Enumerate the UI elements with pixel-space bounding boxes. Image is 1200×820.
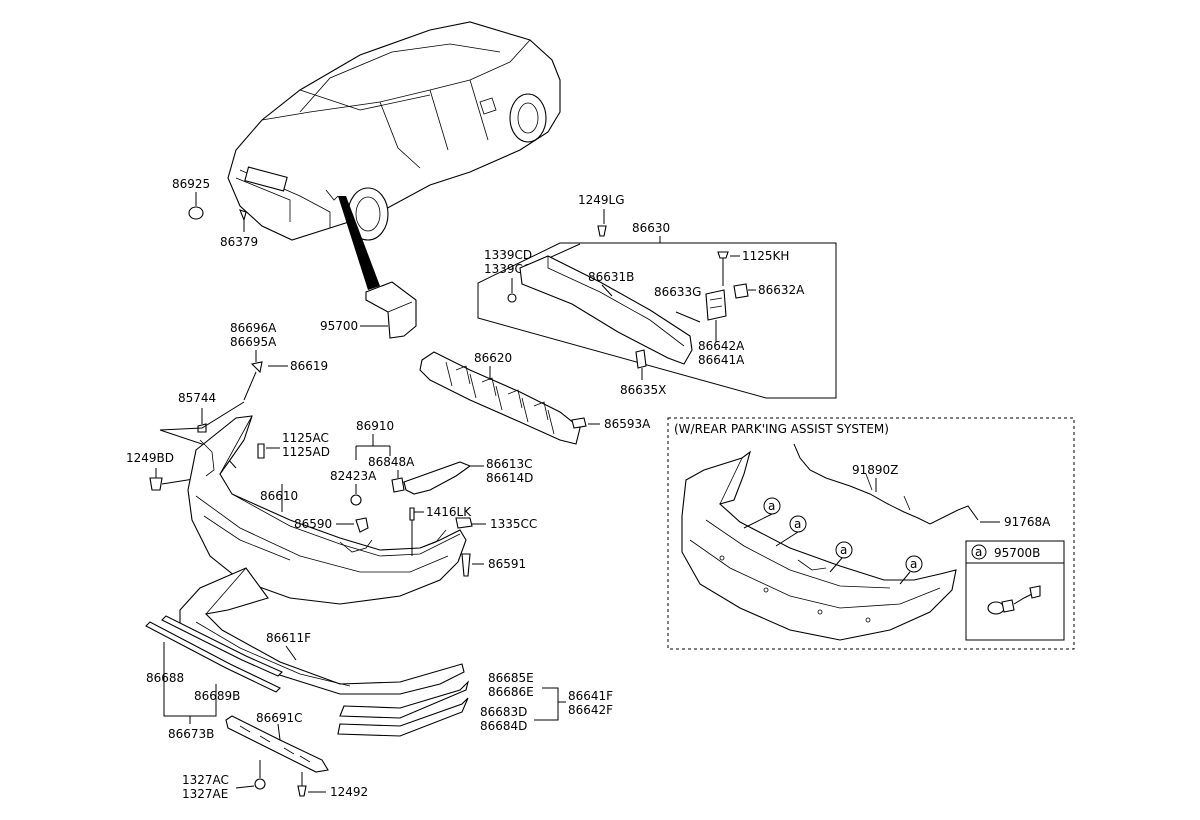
label-86641A: 86641A [698, 353, 745, 367]
label-86610: 86610 [260, 489, 298, 503]
callout-a-1-letter: a [768, 499, 775, 513]
label-82423A: 82423A [330, 469, 377, 483]
inset-bumper-cover [681, 450, 957, 641]
moulding-86685E [339, 680, 470, 719]
label-86635X: 86635X [620, 383, 666, 397]
label-91768A: 91768A [1004, 515, 1051, 529]
label-86590: 86590 [294, 517, 332, 531]
label-86685E: 86685E [488, 671, 534, 685]
callout-a-4-letter: a [910, 557, 917, 571]
vehicle-illustration [227, 21, 561, 241]
label-86848A: 86848A [368, 455, 415, 469]
label-86614D: 86614D [486, 471, 533, 485]
callout-a-3 [835, 541, 853, 559]
label-1339CC: 1339CC [484, 262, 531, 276]
label-95700B: 95700B [994, 546, 1040, 560]
callout-a-2-letter: a [794, 517, 801, 531]
label-86686E: 86686E [488, 685, 534, 699]
label-86695A: 86695A [230, 335, 277, 349]
label-1339CD: 1339CD [484, 248, 532, 262]
label-86613C: 86613C [486, 457, 533, 471]
inset-wiring-91890Z [793, 443, 979, 525]
label-86684D: 86684D [480, 719, 527, 733]
label-1327AE: 1327AE [182, 787, 228, 801]
legend-callout-letter: a [975, 545, 982, 559]
label-86631B: 86631B [588, 270, 634, 284]
label-1335CC: 1335CC [490, 517, 537, 531]
sensor-95700B [987, 601, 1005, 615]
label-86593A: 86593A [604, 417, 651, 431]
connector-ribbon [338, 196, 380, 290]
absorber-86620 [419, 351, 581, 445]
label-1249BD: 1249BD [126, 451, 174, 465]
strip-86689B [161, 615, 283, 677]
label-1125AC: 1125AC [282, 431, 329, 445]
label-12492: 12492 [330, 785, 368, 799]
label-1327AC: 1327AC [182, 773, 229, 787]
module-95700 [365, 281, 417, 339]
label-85744: 85744 [178, 391, 216, 405]
strip-86688 [145, 621, 281, 693]
label-86591: 86591 [488, 557, 526, 571]
label-86642A: 86642A [698, 339, 745, 353]
label-86379: 86379 [220, 235, 258, 249]
cap-86925 [188, 206, 204, 220]
label-86632A: 86632A [758, 283, 805, 297]
bracket-86691C [225, 715, 329, 773]
label-95700: 95700 [320, 319, 358, 333]
label-86910: 86910 [356, 419, 394, 433]
label-86641F: 86641F [568, 689, 613, 703]
moulding-86683D [337, 697, 469, 737]
label-86673B: 86673B [168, 727, 214, 741]
label-86611F: 86611F [266, 631, 311, 645]
label-91890Z: 91890Z [852, 463, 898, 477]
sensor-legend-box [965, 540, 1065, 641]
label-86925: 86925 [172, 177, 210, 191]
label-86691C: 86691C [256, 711, 303, 725]
label-86620: 86620 [474, 351, 512, 365]
label-1125KH: 1125KH [742, 249, 789, 263]
label-86630: 86630 [632, 221, 670, 235]
label-86688: 86688 [146, 671, 184, 685]
label-86619: 86619 [290, 359, 328, 373]
label-86642F: 86642F [568, 703, 613, 717]
label-1249LG: 1249LG [578, 193, 625, 207]
label-86689B: 86689B [194, 689, 240, 703]
label-1416LK: 1416LK [426, 505, 472, 519]
callout-a-3-letter: a [840, 543, 847, 557]
label-1125AD: 1125AD [282, 445, 330, 459]
label-86633G: 86633G [654, 285, 701, 299]
bumper-beam-86631B [519, 255, 693, 365]
label-86696A: 86696A [230, 321, 277, 335]
inset-park-assist-box [667, 417, 1075, 650]
label-86683D: 86683D [480, 705, 527, 719]
box-86630 [477, 242, 837, 399]
inset-title: (W/REAR PARK'ING ASSIST SYSTEM) [674, 422, 889, 436]
callout-a-4 [905, 555, 923, 573]
